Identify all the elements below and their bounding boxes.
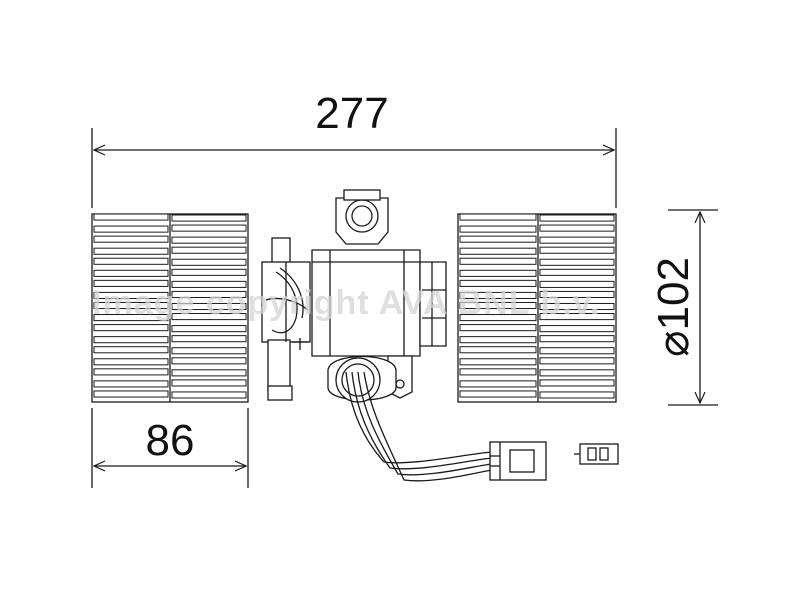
fan-blade <box>539 290 615 298</box>
fan-blade <box>539 302 615 311</box>
mating-plug <box>574 443 619 465</box>
fan-blade <box>171 313 247 321</box>
fan-blade <box>459 235 537 243</box>
fan-blade <box>539 347 615 355</box>
fan-blade <box>539 391 615 399</box>
fan-blade <box>459 358 537 366</box>
fan-blade <box>539 214 615 222</box>
wiring-harness <box>345 371 493 482</box>
fan-blade <box>539 325 615 333</box>
fan-blade <box>539 313 615 321</box>
fan-blade <box>93 358 169 366</box>
fan-blade <box>171 357 247 365</box>
fan-blade <box>459 346 537 354</box>
fan-blade <box>539 335 615 343</box>
fan-blade <box>171 290 247 298</box>
fan-blade <box>93 346 169 354</box>
fan-blade <box>171 335 247 343</box>
fan-blade <box>459 380 537 388</box>
fan-blade <box>539 224 615 232</box>
overall-length-value: 277 <box>315 89 388 138</box>
fan-blade <box>459 314 537 322</box>
fan-blade <box>171 258 247 266</box>
fan-blade <box>171 379 247 387</box>
fan-blade <box>93 380 169 388</box>
fan-blade <box>93 279 169 287</box>
fan-wheel-left <box>91 213 249 403</box>
fan-blade <box>459 390 537 398</box>
fan-blade <box>171 369 247 377</box>
fan-blade <box>171 246 247 254</box>
diameter-dimension: ⌀102 <box>649 209 718 406</box>
left-mount-bracket <box>261 237 311 401</box>
fan-blade <box>93 314 169 322</box>
fan-wheel-right <box>457 213 617 403</box>
fan-blade <box>459 368 537 376</box>
fan-blade <box>539 258 615 266</box>
fan-blade <box>539 280 615 288</box>
fan-blade <box>171 302 247 311</box>
fan-blade <box>93 257 169 265</box>
fan-blade <box>171 280 247 288</box>
fan-blade <box>171 347 247 355</box>
fan-blade <box>539 246 615 254</box>
fan-blade <box>459 269 537 277</box>
watermark: Image copyright AVA BNL b.v. <box>92 284 600 322</box>
wheel-width-value: 86 <box>146 416 195 465</box>
fan-blade <box>93 291 169 299</box>
fan-blade <box>459 324 537 332</box>
fan-blade <box>459 213 537 221</box>
fan-blade <box>171 214 247 222</box>
fan-blade <box>459 247 537 255</box>
fan-blade <box>539 268 615 276</box>
fan-blade <box>459 257 537 265</box>
diameter-value: ⌀102 <box>649 257 698 357</box>
fan-blade <box>459 291 537 299</box>
overall-length-dimension: 277 <box>91 89 617 208</box>
fan-blade <box>459 279 537 287</box>
fan-blade <box>93 324 169 332</box>
fan-blade <box>93 390 169 398</box>
fan-blade <box>93 269 169 277</box>
fan-blade <box>93 368 169 376</box>
motor-body <box>311 249 421 357</box>
motor-housing <box>311 189 447 403</box>
fan-blade <box>93 213 169 221</box>
fan-blade <box>171 268 247 276</box>
fan-blade <box>171 236 247 244</box>
fan-blade <box>93 225 169 233</box>
fan-blade <box>459 301 537 310</box>
fan-blade <box>93 235 169 243</box>
fan-blade <box>93 336 169 344</box>
top-socket <box>345 199 379 233</box>
fan-blade <box>93 247 169 255</box>
fan-blade <box>539 369 615 377</box>
fan-blade <box>539 357 615 365</box>
harness-connector <box>489 441 547 481</box>
fan-blade <box>93 301 169 310</box>
fan-blade <box>459 336 537 344</box>
fan-blade <box>171 224 247 232</box>
right-flange <box>419 261 447 347</box>
fan-blade <box>171 325 247 333</box>
fan-blade <box>171 391 247 399</box>
fan-blade <box>459 225 537 233</box>
fan-blade <box>539 379 615 387</box>
fan-blade <box>539 236 615 244</box>
wheel-width-dimension: 86 <box>91 408 249 488</box>
